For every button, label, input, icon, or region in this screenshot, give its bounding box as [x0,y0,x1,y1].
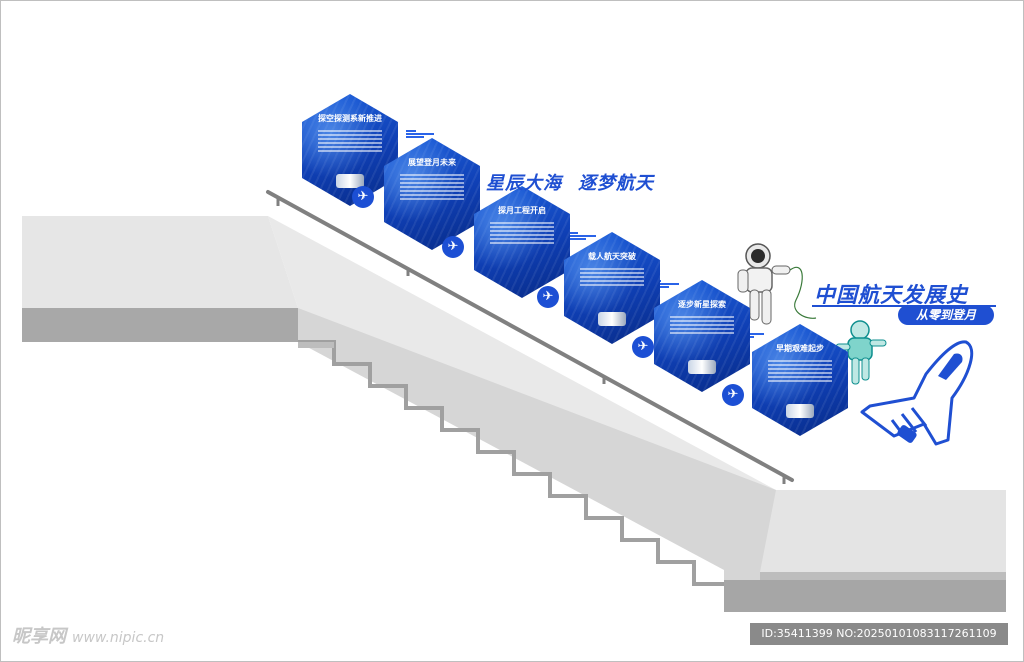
panel-title: 载人航天突破 [588,252,636,261]
plane-icon: ✈ [442,236,464,258]
main-title: 中国航天发展史 [814,283,968,307]
slogan-part-1: 星辰大海 [486,173,562,194]
plane-icon: ✈ [632,336,654,358]
spacecraft-image [598,312,626,326]
panel-title: 逐步新星探索 [678,300,726,309]
astronaut-illustration [737,243,817,325]
decorative-lines [568,232,596,241]
panel-body-text [580,266,644,314]
slogan: 星辰大海逐梦航天 [486,169,670,195]
panel-title: 展望登月未来 [408,158,456,167]
lower-landing-front [724,580,1006,612]
panel-body-text [768,358,832,406]
subtitle-pill: 从零到登月 [898,305,994,325]
decorative-lines [406,130,434,139]
rocket-image [786,404,814,418]
slogan-part-2: 逐梦航天 [578,173,654,194]
panel-body-text [318,128,382,176]
space-shuttle-illustration [860,340,974,446]
satellite-image [336,174,364,188]
watermark-brand-text: 昵享网 [12,626,66,647]
lower-landing-top [760,490,1006,572]
panel-title: 探空探测系新推进 [318,114,382,123]
panel-title: 早期艰难起步 [776,344,824,353]
lower-landing-edge [760,572,1006,580]
upper-landing-front [22,308,298,342]
space-station-image [688,360,716,374]
step-shading [298,342,334,348]
history-panel: 展望登月未来 [384,138,480,250]
plane-icon: ✈ [537,286,559,308]
panel-body-text [490,220,554,268]
panel-body-text [400,172,464,220]
handrail [266,190,794,482]
watermark-brand: 昵享网 www.nipic.cn [12,622,164,648]
watermark-url: www.nipic.cn [72,630,165,646]
step-profile [298,340,730,586]
plane-icon: ✈ [722,384,744,406]
panel-title: 探月工程开启 [498,206,546,215]
watermark-id: ID:35411399 NO:20250101083117261109 [750,623,1008,645]
plane-icon: ✈ [352,186,374,208]
panel-body-text [670,314,734,362]
upper-landing-top [22,216,298,308]
